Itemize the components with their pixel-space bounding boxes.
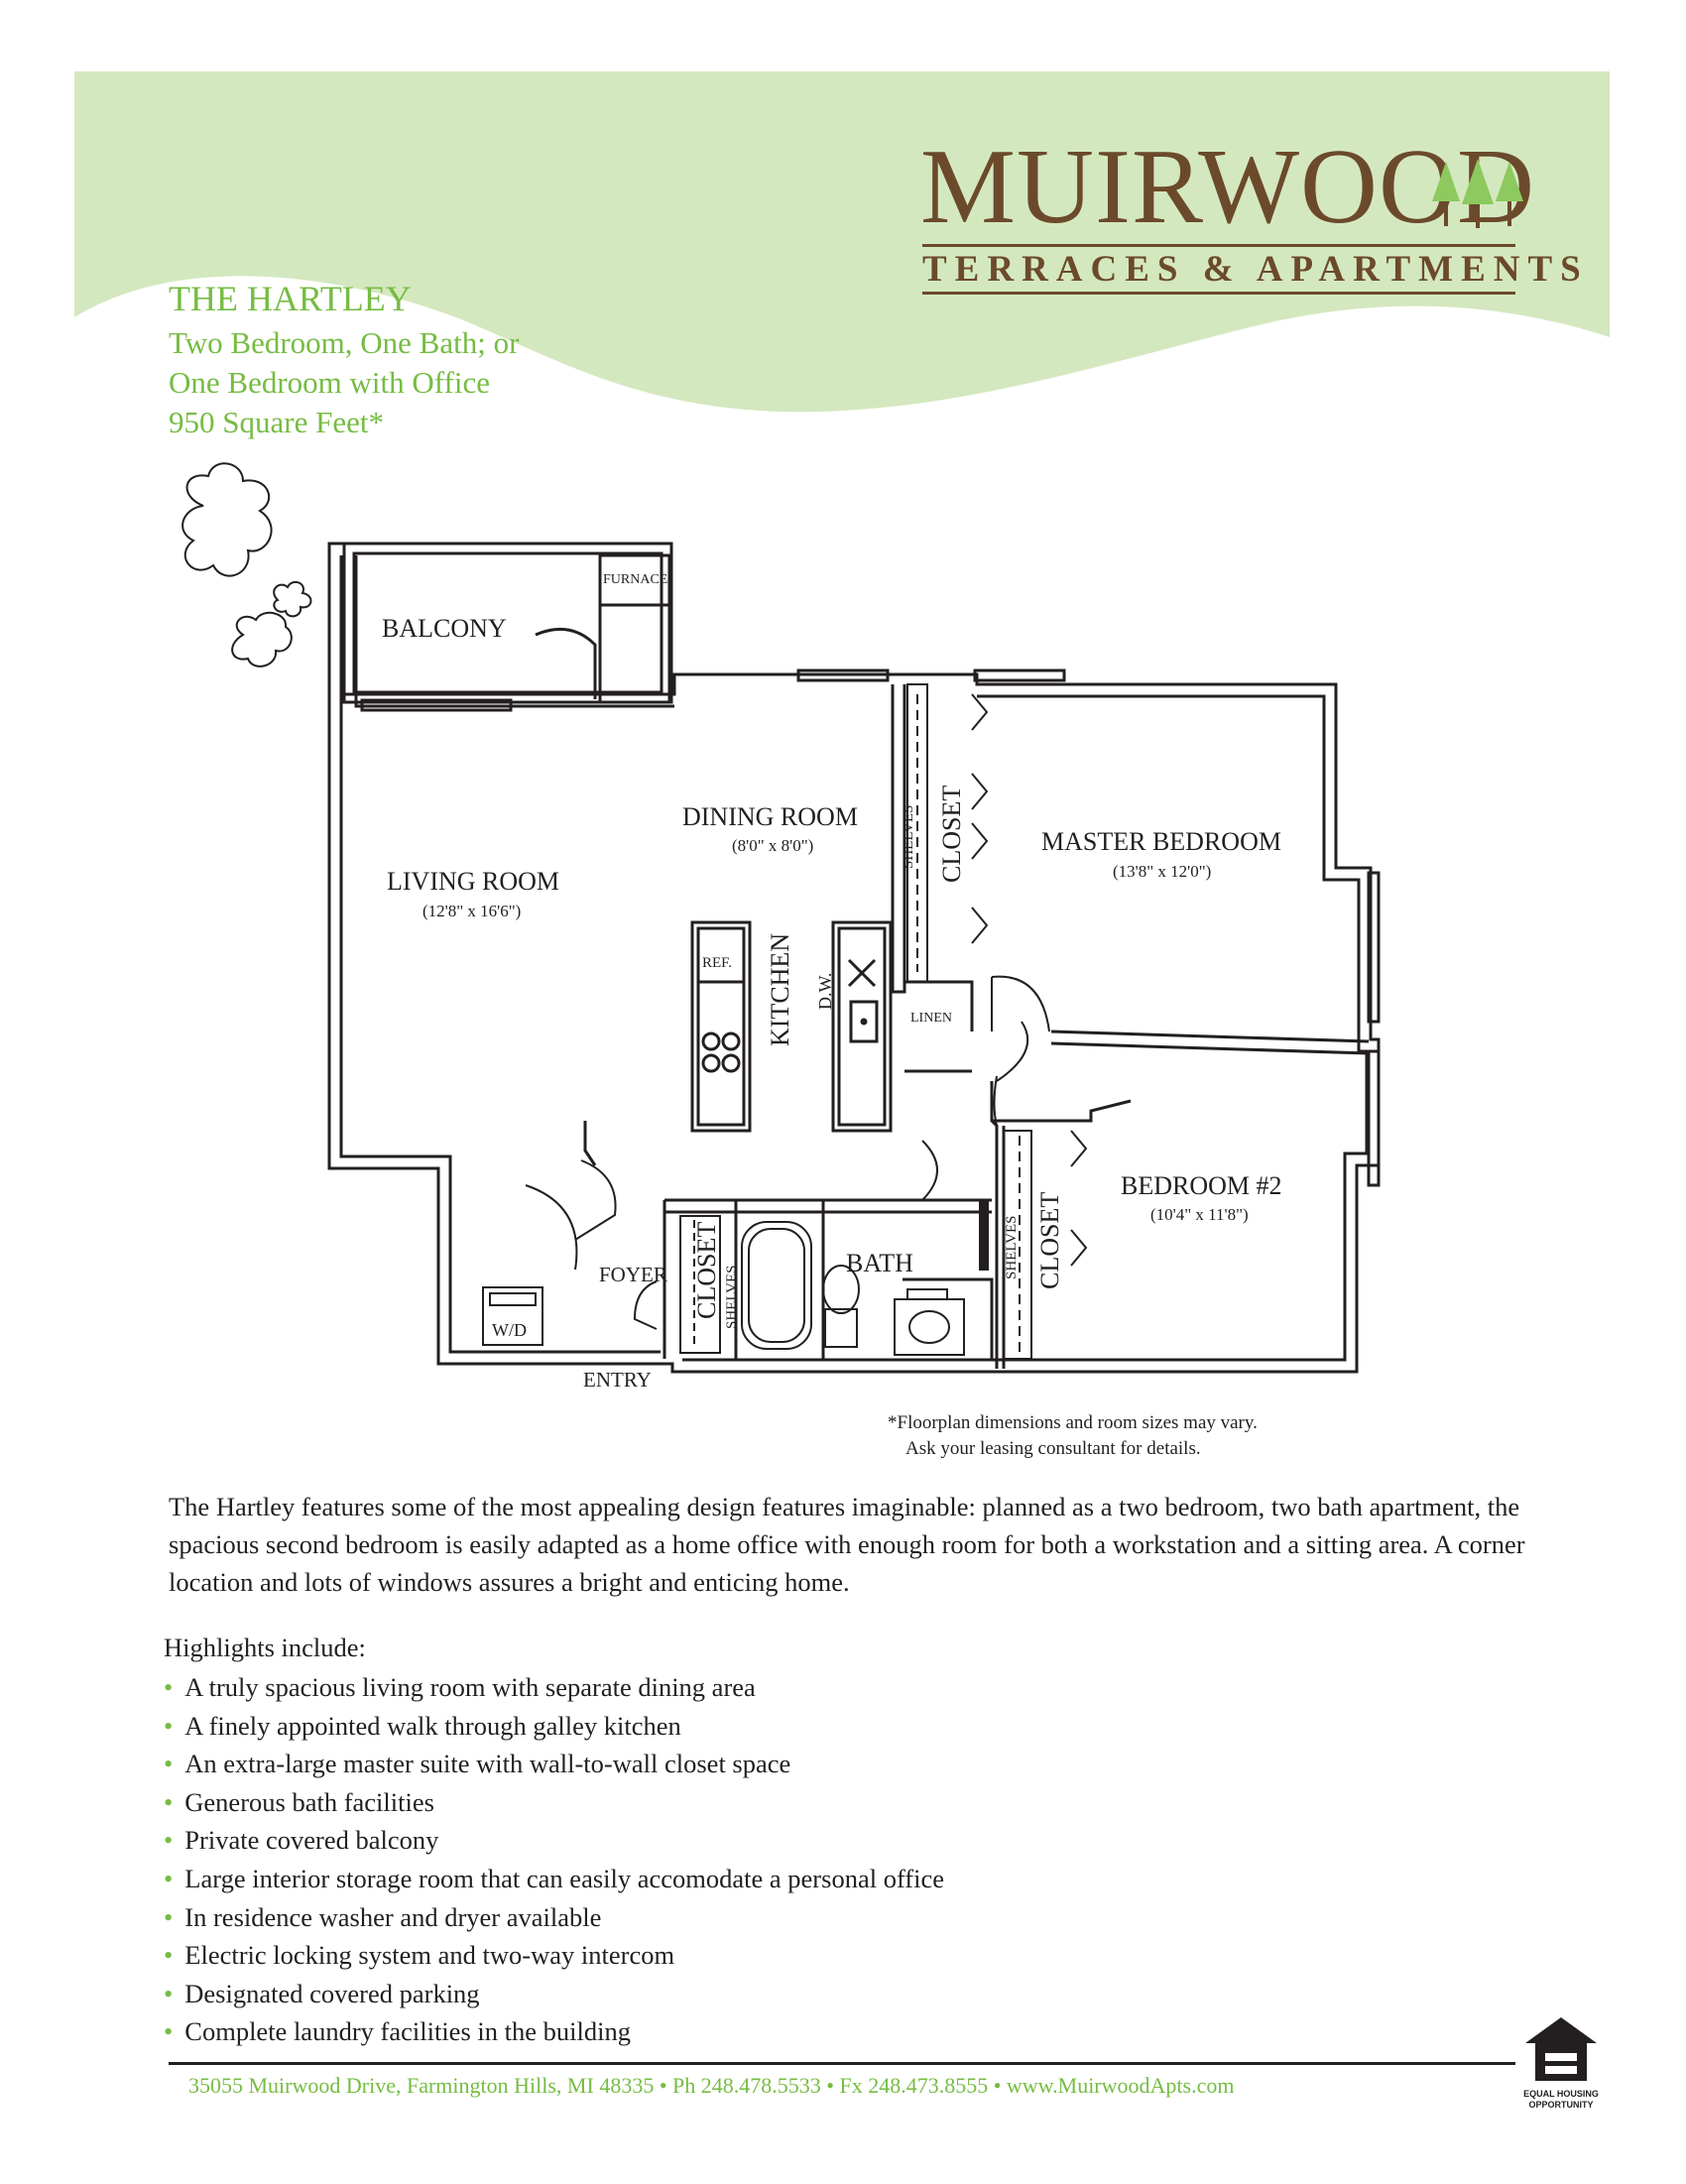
label-linen: LINEN [910,1011,952,1026]
label-shelves-master: SHELVES [901,805,916,869]
shrub-icon [181,462,273,577]
floorplan-note-1: *Floorplan dimensions and room sizes may… [888,1412,1258,1433]
label-bedroom2-dim: (10'4" x 11'8") [1150,1205,1249,1224]
brand-tagline: TERRACES & APARTMENTS [922,249,1589,290]
label-master-bedroom-dim: (13'8" x 12'0") [1113,862,1211,881]
window [360,668,1381,1187]
foyer-closet [679,1215,721,1354]
highlights-title: Highlights include: [164,1633,366,1662]
label-closet-foyer: CLOSET [692,1222,721,1319]
header-wave [74,71,1610,413]
highlights-list: A truly spacious living room with separa… [164,1668,944,2051]
list-item: Complete laundry facilities in the build… [164,2012,944,2051]
doors [574,975,1050,1330]
label-living-room-dim: (12'8" x 16'6") [422,902,521,920]
washer-dryer [482,1184,578,1346]
trees-logo-icon [1432,159,1523,228]
label-closet-bedroom2: CLOSET [1035,1192,1064,1289]
list-item: An extra-large master suite with wall-to… [164,1745,944,1783]
list-item: Electric locking system and two-way inte… [164,1936,944,1975]
label-bath: BATH [846,1249,913,1277]
list-item: Large interior storage room that can eas… [164,1860,944,1898]
list-item: In residence washer and dryer available [164,1898,944,1937]
equal-housing-icon: EQUAL HOUSING OPPORTUNITY [1523,2017,1599,2110]
brand-name: MUIRWOOD [920,128,1535,246]
label-wd: W/D [492,1320,527,1340]
label-ref: REF. [702,955,732,971]
shrub-icon [273,580,312,618]
balcony [342,542,673,704]
eho-line-2: OPPORTUNITY [1528,2100,1593,2110]
label-furnace: FURNACE [603,572,667,587]
bath-fixtures [741,1221,965,1356]
plan-title: THE HARTLEY [169,279,412,318]
floorplan-note-2: Ask your leasing consultant for details. [905,1438,1201,1459]
label-balcony: BALCONY [382,614,507,643]
label-shelves-foyer: SHELVES [724,1266,740,1329]
label-foyer: FOYER [599,1263,667,1286]
label-shelves-bedroom2: SHELVES [1004,1216,1020,1279]
bedroom2-closet [979,1130,1088,1360]
plan-subtitle-3: 950 Square Feet* [169,405,384,439]
eho-line-1: EQUAL HOUSING [1523,2089,1599,2099]
label-master-bedroom: MASTER BEDROOM [1041,827,1281,856]
kitchen-counters [690,920,893,1133]
plan-subtitle-1: Two Bedroom, One Bath; or [169,325,520,360]
label-entry: ENTRY [583,1368,652,1392]
label-closet-master: CLOSET [937,786,966,883]
shrub-icon [231,611,293,667]
master-closet [906,683,989,983]
label-living-room: LIVING ROOM [387,867,559,896]
floor-plan: BALCONY FURNACE DINING ROOM (8'0" x 8'0"… [181,462,1381,1392]
logo-rule-bottom [922,292,1515,295]
list-item: Designated covered parking [164,1975,944,2013]
description: The Hartley features some of the most ap… [169,1492,1525,1598]
list-item: A truly spacious living room with separa… [164,1668,944,1707]
footer-rule [169,2062,1515,2065]
label-kitchen: KITCHEN [766,933,794,1046]
footer-contact: 35055 Muirwood Drive, Farmington Hills, … [188,2073,1235,2098]
list-item: Private covered balcony [164,1821,944,1860]
exterior-walls [327,542,1381,1374]
logo-rule-top [922,244,1515,247]
label-bedroom2: BEDROOM #2 [1121,1171,1282,1200]
balcony-door [535,627,597,699]
label-dining-room: DINING ROOM [682,802,858,831]
list-item: Generous bath facilities [164,1783,944,1822]
plan-subtitle-2: One Bedroom with Office [169,365,490,400]
label-dw: D.W. [815,973,835,1010]
label-dining-room-dim: (8'0" x 8'0") [732,836,813,855]
list-item: A finely appointed walk through galley k… [164,1707,944,1746]
